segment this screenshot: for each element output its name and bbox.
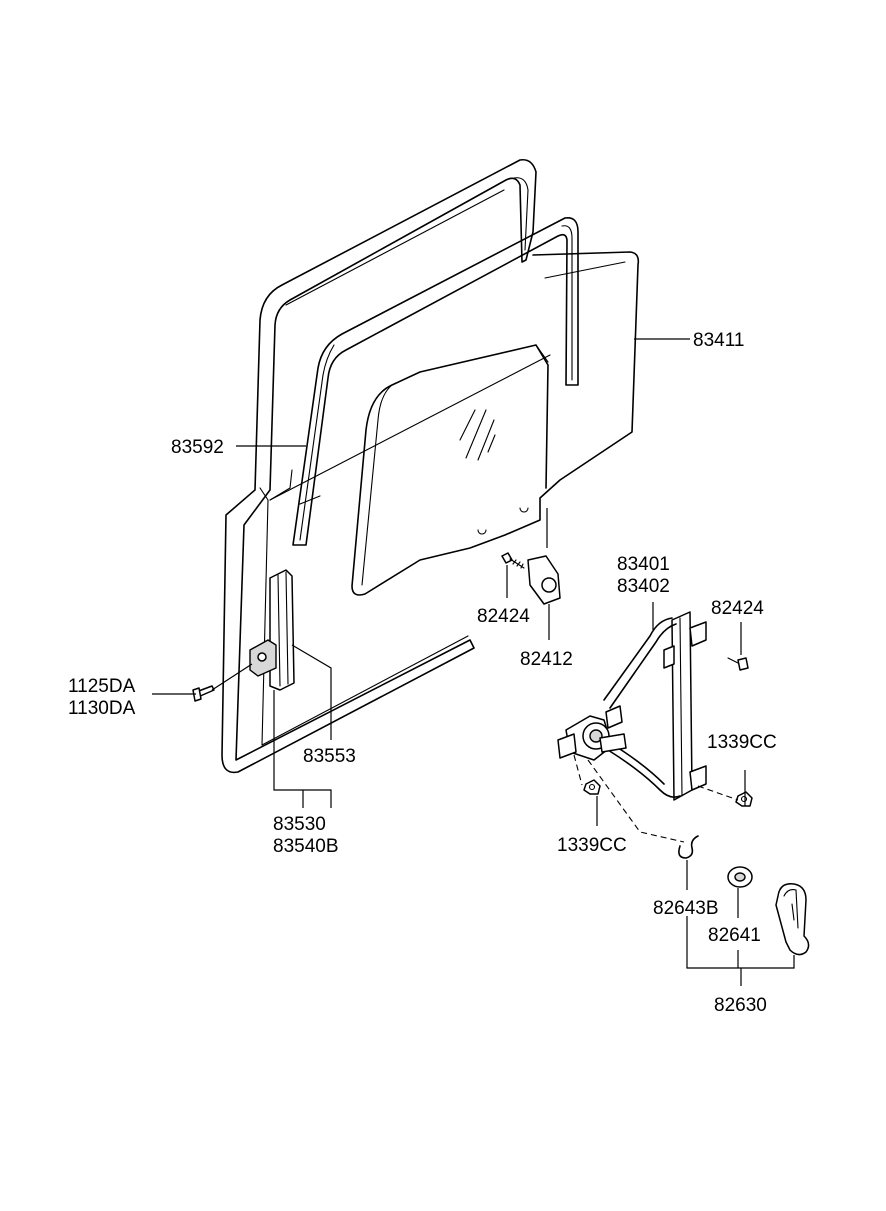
glass-bracket	[527, 555, 561, 605]
label-83411: 83411	[693, 330, 744, 351]
door-frame	[221, 158, 537, 774]
label-82424-upper: 82424	[477, 606, 530, 627]
label-1130da: 1130DA	[68, 698, 136, 719]
label-1339cc-left: 1339CC	[557, 835, 627, 856]
screw-82424-upper	[501, 552, 525, 569]
label-83401: 83401	[617, 554, 670, 575]
spring-clip	[678, 835, 699, 859]
glass-run-channel	[292, 216, 579, 546]
leader-lines	[152, 338, 795, 986]
label-1125da: 1125DA	[68, 676, 136, 697]
label-82641: 82641	[708, 925, 761, 946]
window-handle	[775, 883, 810, 956]
part-labels: 83411 83592 83401 83402 82424 82424 8241…	[68, 330, 777, 1016]
label-82630: 82630	[714, 995, 767, 1016]
bolt-1125da	[192, 685, 215, 702]
label-82643b: 82643B	[653, 898, 719, 919]
label-83402: 83402	[617, 576, 670, 597]
label-1339cc-right: 1339CC	[707, 732, 777, 753]
label-83530: 83530	[273, 814, 326, 835]
nut-1339cc-left	[583, 779, 601, 795]
label-83553: 83553	[303, 746, 356, 767]
label-82424-right: 82424	[711, 598, 764, 619]
label-83592: 83592	[171, 437, 224, 458]
label-82412: 82412	[520, 649, 573, 670]
rear-channel	[249, 569, 295, 691]
label-83540b: 83540B	[273, 836, 339, 857]
escutcheon	[727, 866, 753, 888]
door-glass	[269, 251, 640, 596]
screw-82424-right	[727, 657, 749, 671]
window-regulator	[557, 611, 707, 801]
nut-1339cc-right	[735, 791, 753, 807]
